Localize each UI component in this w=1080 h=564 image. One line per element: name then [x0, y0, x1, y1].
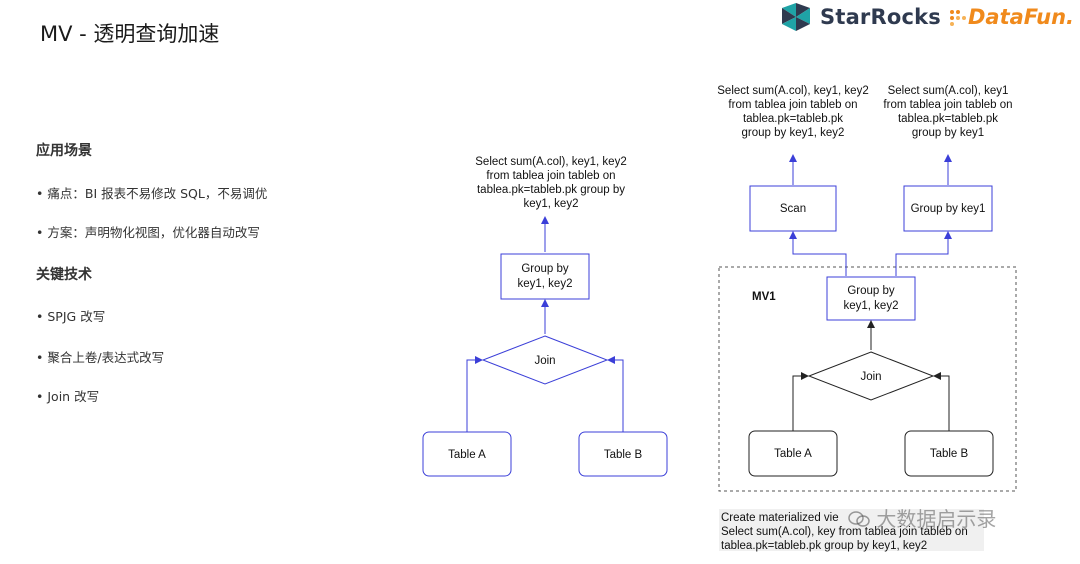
create-mv-line: Create materialized vie [721, 512, 839, 524]
left-table-a-box [422, 431, 512, 477]
mv1-label: MV1 [752, 291, 776, 303]
right-query2-line: Select sum(A.col), key1 [888, 85, 1009, 97]
datafun-logo-text: DataFun. [968, 5, 1075, 29]
left-query-text: Select sum(A.col), key1, key2 from table… [475, 156, 626, 210]
right-groupby-key1-box [903, 185, 993, 232]
right-arrow-mv-to-groupbykey1 [895, 231, 952, 276]
left-groupby-line: Group by [521, 263, 569, 275]
right-query1-line: tablea.pk=tableb.pk [743, 113, 843, 125]
starrocks-logo-icon [782, 3, 810, 31]
right-scan-box [749, 185, 837, 232]
right-table-b-label: Table B [930, 448, 969, 460]
section-heading-scenario: 应用场景 [36, 143, 92, 159]
right-query1-line: Select sum(A.col), key1, key2 [717, 85, 868, 97]
left-groupby-line: key1, key2 [518, 278, 573, 290]
right-table-a-label: Table A [774, 448, 812, 460]
watermark-text: 大数据启示录 [876, 507, 997, 531]
left-query-line: Select sum(A.col), key1, key2 [475, 156, 626, 168]
right-join-label: Join [860, 371, 881, 383]
right-query2-line: from tablea join tableb on [883, 99, 1012, 111]
page-title: MV - 透明查询加速 [40, 22, 220, 46]
right-groupby-line: key1, key2 [844, 300, 899, 312]
datafun-logo-icon [950, 10, 966, 26]
right-arrow-tableb-to-join [933, 372, 950, 431]
datafun-logo: DataFun. [948, 2, 1074, 32]
bullet-rollup: 聚合上卷/表达式改写 [36, 347, 164, 366]
right-arrow-tablea-to-join [792, 372, 809, 431]
right-query2-line: group by key1 [912, 127, 984, 139]
bullet-spjg: SPJG 改写 [36, 306, 105, 325]
create-mv-highlight [719, 509, 984, 551]
right-groupby-box [826, 276, 916, 321]
right-groupby-key1-label: Group by key1 [911, 203, 986, 215]
create-mv-line: tablea.pk=tableb.pk group by key1, key2 [721, 540, 927, 552]
left-table-b-label: Table B [604, 449, 643, 461]
right-table-a-box [748, 430, 838, 477]
create-mv-line: Select sum(A.col), key from tablea join … [721, 526, 968, 538]
right-query2-line: tablea.pk=tableb.pk [898, 113, 998, 125]
left-table-b-box [578, 431, 668, 477]
left-join-diamond [481, 335, 609, 385]
bullet-solution: 方案：声明物化视图，优化器自动改写 [36, 222, 260, 241]
right-query1-text: Select sum(A.col), key1, key2 from table… [717, 85, 868, 139]
right-query2-text: Select sum(A.col), key1 from tablea join… [883, 85, 1012, 139]
left-query-line: key1, key2 [524, 198, 579, 210]
right-join-diamond [807, 351, 935, 401]
left-join-label: Join [534, 355, 555, 367]
left-query-line: from tablea join tableb on [486, 170, 615, 182]
bullet-pain-point: 痛点：BI 报表不易修改 SQL，不易调优 [36, 183, 267, 202]
right-scan-label: Scan [780, 203, 806, 215]
wechat-icon [848, 511, 870, 527]
bullet-join-rewrite: Join 改写 [36, 386, 99, 405]
section-heading-tech: 关键技术 [36, 267, 92, 283]
left-arrow-tablea-to-join [466, 356, 483, 432]
right-query1-line: from tablea join tableb on [728, 99, 857, 111]
starrocks-logo: StarRocks [780, 2, 941, 32]
mv1-region [718, 266, 1017, 492]
right-arrow-mv-to-scan [789, 231, 847, 276]
left-table-a-label: Table A [448, 449, 486, 461]
starrocks-logo-text: StarRocks [820, 5, 942, 29]
left-query-line: tablea.pk=tableb.pk group by [477, 184, 625, 196]
watermark: 大数据启示录 [848, 503, 996, 532]
left-arrow-tableb-to-join [607, 356, 624, 432]
right-query1-line: group by key1, key2 [742, 127, 845, 139]
right-table-b-box [904, 430, 994, 477]
right-groupby-line: Group by [847, 285, 895, 297]
left-groupby-box [500, 253, 590, 300]
